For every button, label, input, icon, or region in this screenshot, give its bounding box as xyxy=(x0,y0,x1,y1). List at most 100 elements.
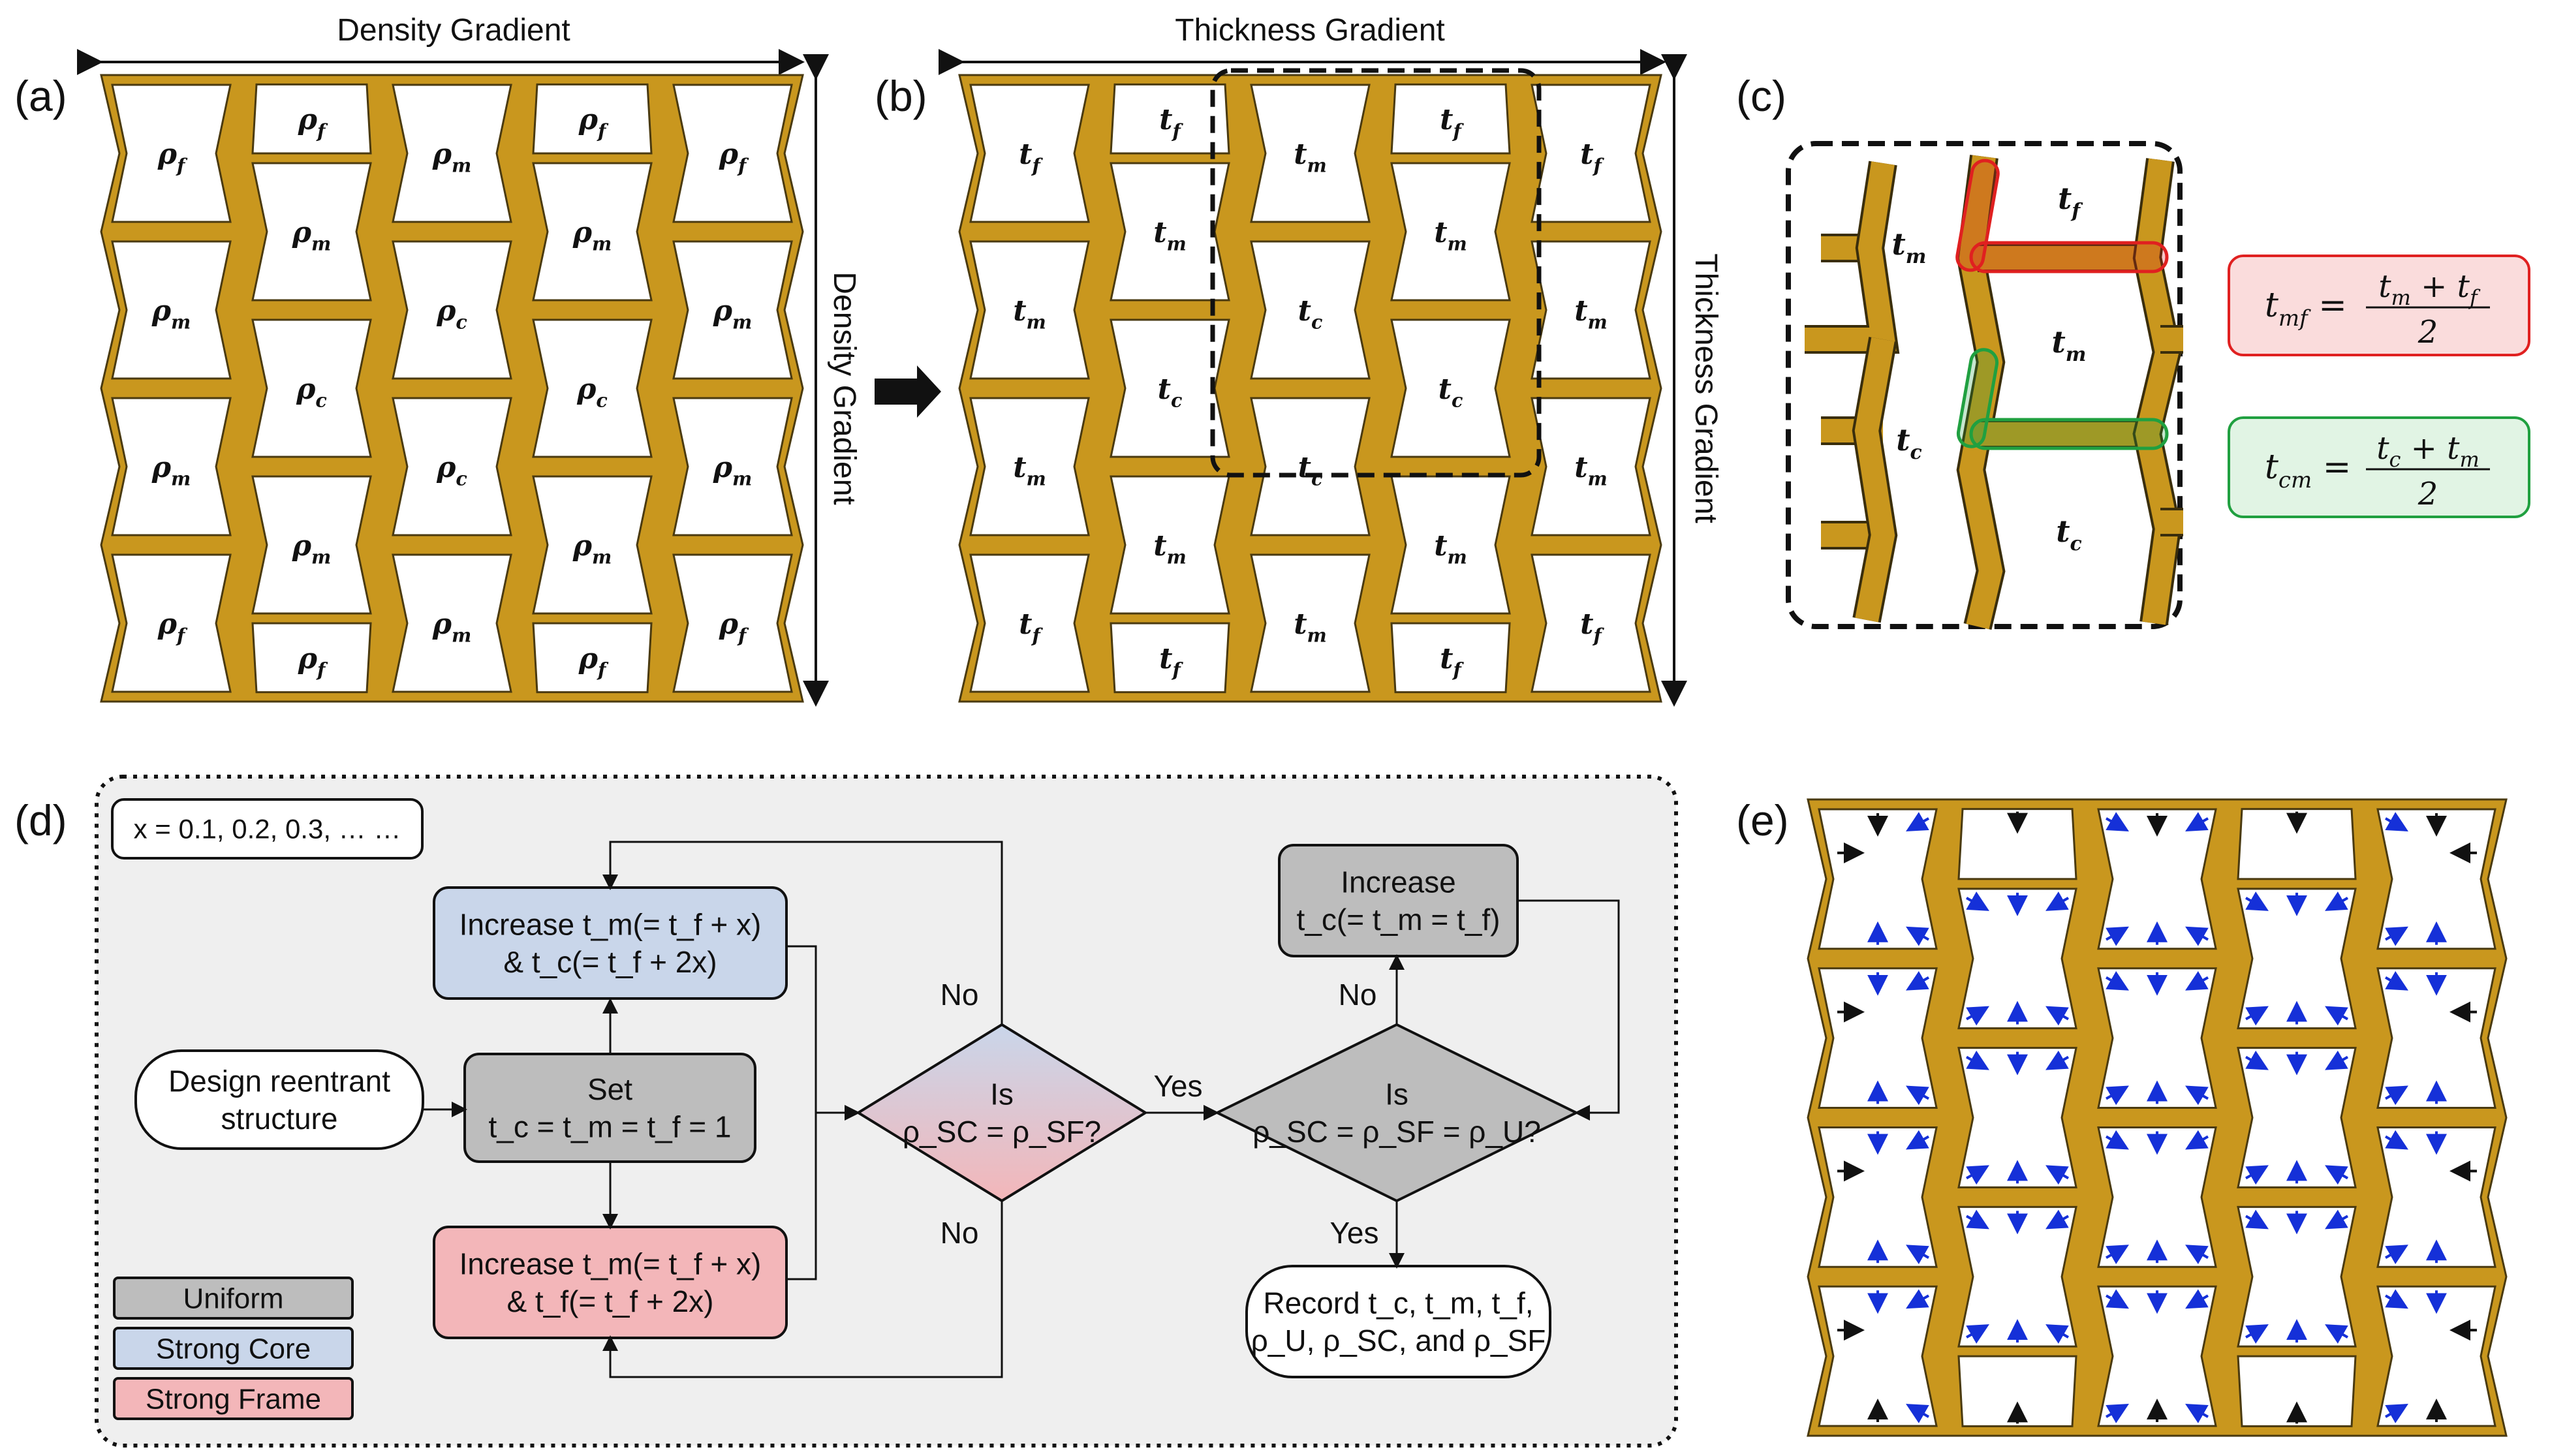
is-all-equal-diamond-text: Is xyxy=(1385,1077,1408,1111)
increase-tc-box-text: Increase xyxy=(1341,865,1455,899)
lattice-cell xyxy=(1957,888,2077,1030)
cell-label: tf xyxy=(1159,103,1183,142)
panel-label-b: (b) xyxy=(875,72,927,120)
internal-force-arrow xyxy=(1906,1404,1929,1423)
internal-force-arrow xyxy=(2106,812,2129,831)
cell-label: tc xyxy=(1158,373,1183,411)
internal-force-arrow xyxy=(2385,1289,2408,1309)
lattice-cell xyxy=(1390,622,1511,694)
cell-label: ρm xyxy=(432,608,472,646)
cell-label: ρc xyxy=(296,373,327,411)
cell-label: ρf xyxy=(578,642,609,681)
internal-force-arrow xyxy=(2106,1404,2129,1423)
internal-force-arrow xyxy=(2106,1130,2129,1150)
lattice-cell xyxy=(969,84,1090,223)
cell-label: tf xyxy=(1440,642,1464,681)
record-box-text: Record t_c, t_m, t_f, xyxy=(1263,1286,1533,1320)
lattice-deformation xyxy=(1807,798,2508,1437)
cell-label: ρm xyxy=(713,451,753,489)
lattice-cell xyxy=(1110,622,1230,694)
equation-tmf-box xyxy=(2228,255,2530,356)
internal-force-arrow xyxy=(2106,1085,2129,1106)
yes-label-right: Yes xyxy=(1153,1069,1202,1103)
internal-force-arrow xyxy=(2385,812,2408,831)
cell-label: tm xyxy=(2052,324,2087,366)
lattice-cell xyxy=(2237,1205,2357,1348)
cell-label: tm xyxy=(1153,529,1187,568)
legend-uniform xyxy=(113,1277,354,1320)
lattice-cell xyxy=(251,622,372,694)
lattice-cell xyxy=(111,553,232,693)
internal-force-arrow xyxy=(2245,1050,2269,1070)
no-label-bottom: No xyxy=(941,1216,979,1250)
design-box-text: Design reentrant xyxy=(168,1064,390,1098)
flow-connector xyxy=(602,841,1003,1025)
internal-force-arrow xyxy=(2045,1324,2069,1344)
internal-force-arrow xyxy=(2106,926,2129,946)
record-box-text: ρ_U, ρ_SC, and ρ_SF xyxy=(1251,1324,1546,1357)
internal-force-arrow xyxy=(1966,1050,1989,1070)
density-gradient-side-caption: Density Gradient xyxy=(827,271,862,505)
internal-force-arrow xyxy=(2245,891,2269,911)
design-box xyxy=(134,1049,424,1150)
density-gradient-top-caption: Density Gradient xyxy=(337,13,570,48)
transition-arrow-icon xyxy=(875,365,941,418)
lattice-cell xyxy=(1957,1355,2077,1427)
internal-force-arrow xyxy=(2245,1006,2269,1026)
lattice-cell xyxy=(2097,967,2217,1109)
equation-lhs: tcm = xyxy=(2265,448,2351,493)
flow-connector xyxy=(786,945,860,1121)
legend-strong-frame-text: Strong Frame xyxy=(146,1383,321,1415)
equation-denominator: 2 xyxy=(2418,314,2438,350)
internal-force-arrow xyxy=(2106,970,2129,991)
is-all-equal-diamond-text: ρ_SC = ρ_SF = ρ_U? xyxy=(1252,1115,1541,1149)
internal-force-arrow xyxy=(1906,812,1929,831)
lattice-cell xyxy=(392,397,512,536)
lattice-cell xyxy=(969,240,1090,380)
is-equal-diamond-text: Is xyxy=(990,1077,1014,1111)
cell-label: ρc xyxy=(576,373,608,411)
internal-force-arrow xyxy=(2045,891,2069,911)
cell-label: ρc xyxy=(436,451,467,489)
lattice-cell xyxy=(969,397,1090,536)
flow-connector xyxy=(602,1201,1003,1378)
cell-label: tm xyxy=(1574,451,1608,489)
internal-force-arrow xyxy=(2385,1130,2408,1150)
cell-label: tm xyxy=(1294,608,1327,646)
internal-force-arrow xyxy=(2325,891,2348,911)
internal-force-arrow xyxy=(2045,1006,2069,1026)
internal-force-arrow xyxy=(2045,1050,2069,1070)
legend-uniform-text: Uniform xyxy=(183,1282,283,1314)
internal-force-arrow xyxy=(1906,1130,1929,1150)
cell-label: tm xyxy=(1434,216,1467,255)
flow-connector xyxy=(786,1113,817,1280)
cell-label: tc xyxy=(1896,422,1921,464)
internal-force-arrow xyxy=(2045,1165,2069,1185)
design-box-text: structure xyxy=(221,1102,338,1136)
no-label-top: No xyxy=(941,978,979,1012)
cell-label: ρf xyxy=(298,642,328,681)
internal-force-arrow xyxy=(2185,1130,2209,1150)
internal-force-arrow xyxy=(1966,891,1989,911)
increase-frame-box-text: Increase t_m(= t_f + x) xyxy=(459,1247,762,1280)
internal-force-arrow xyxy=(2325,1165,2348,1185)
lattice-cell xyxy=(672,84,793,223)
increase-core-box-text: & t_c(= t_f + 2x) xyxy=(503,945,717,979)
cell-label: ρm xyxy=(292,529,332,568)
lattice-cell xyxy=(672,553,793,693)
no-label-increase: No xyxy=(1339,978,1377,1012)
flow-connector xyxy=(1517,899,1620,1121)
internal-force-arrow xyxy=(2185,1404,2209,1423)
cell-label: ρm xyxy=(432,138,472,176)
cell-label: ρm xyxy=(713,294,753,333)
lattice-cell xyxy=(1390,475,1511,615)
cell-label: ρm xyxy=(292,216,332,255)
thickness-gradient-side-caption: Thickness Gradient xyxy=(1688,253,1723,523)
lattice-cell xyxy=(392,240,512,380)
cell-label: tm xyxy=(1574,294,1608,333)
lattice-cell xyxy=(1390,83,1511,155)
set-box xyxy=(463,1053,756,1163)
increase-core-box-text: Increase t_m(= t_f + x) xyxy=(459,907,762,941)
increase-frame-box-text: & t_f(= t_f + 2x) xyxy=(506,1284,713,1318)
